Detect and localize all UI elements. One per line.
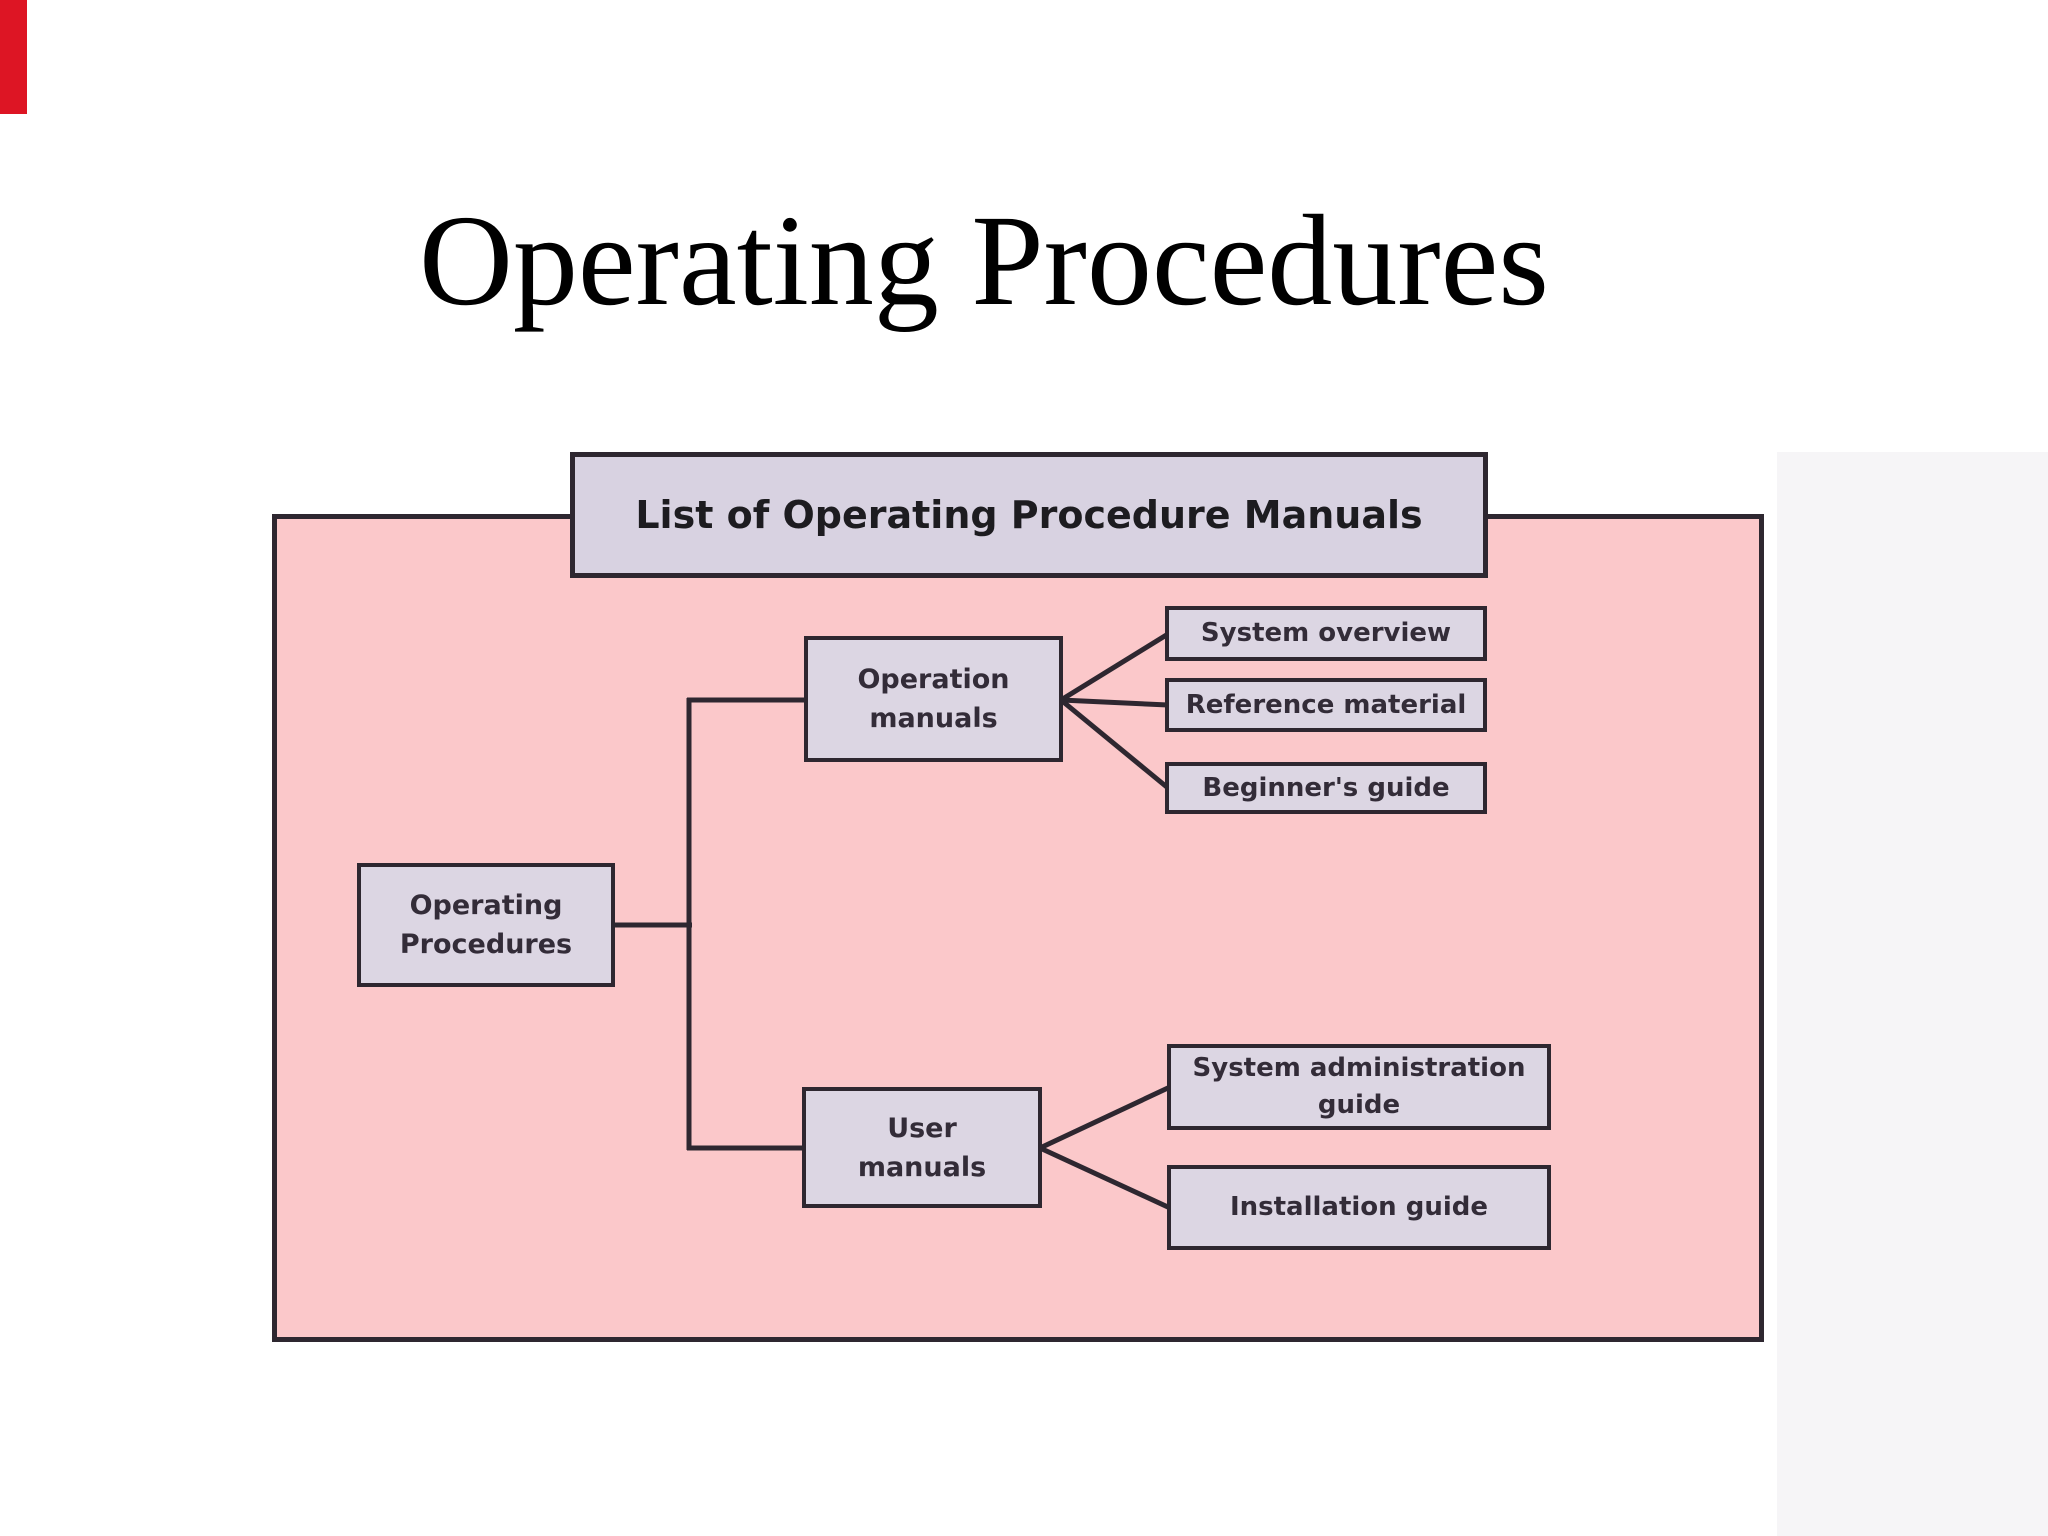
slide-title: Operating Procedures (419, 189, 1549, 333)
node-reference-material: Reference material (1165, 678, 1487, 732)
connector-user-to-installation-guide (1038, 1145, 1172, 1211)
node-system-administration-guide: System administration guide (1167, 1044, 1551, 1130)
node-operating-procedures: Operating Procedures (357, 863, 615, 987)
connector-operation-to-beginners-guide (1059, 698, 1170, 790)
connector-user-to-system-admin-guide (1038, 1084, 1172, 1151)
node-beginners-guide: Beginner's guide (1165, 762, 1487, 814)
right-gray-band (1777, 452, 2048, 1536)
node-system-overview: System overview (1165, 606, 1487, 661)
diagram-heading-box: List of Operating Procedure Manuals (570, 452, 1488, 578)
connector-operation-to-reference-material (1060, 697, 1169, 708)
node-user-manuals: User manuals (802, 1087, 1042, 1208)
red-edge-marker (0, 0, 27, 114)
connector-operation-to-system-overview (1059, 631, 1170, 703)
node-installation-guide: Installation guide (1167, 1165, 1551, 1250)
node-operation-manuals: Operation manuals (804, 636, 1063, 762)
